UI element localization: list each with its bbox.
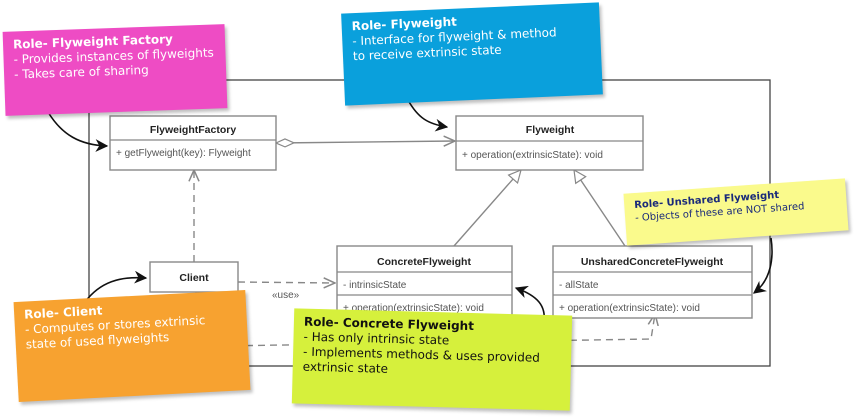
concrete-role-note: Role- Concrete Flyweight - Has only intr… [291, 308, 573, 411]
unshared-note-arrow [752, 237, 773, 294]
intrinsic-state-attribute: - intrinsicState [343, 280, 407, 291]
all-state-attribute: - allState [559, 280, 599, 291]
factory-note-arrow [47, 111, 109, 152]
flyweight-name: Flyweight [526, 124, 575, 136]
use-stereotype-label: «use» [272, 290, 300, 301]
concrete-flyweight-name: ConcreteFlyweight [377, 256, 471, 268]
client-note-arrow [84, 270, 148, 303]
flyweight-operation-method: + operation(extrinsicState): void [462, 150, 603, 161]
flyweight-note-arrow [407, 99, 449, 132]
concrete-flyweight-class[interactable]: ConcreteFlyweight - intrinsicState + ope… [336, 245, 513, 319]
client-name: Client [179, 272, 209, 284]
client-role-note: Role- Client - Computes or stores extrin… [13, 289, 251, 403]
client-to-concrete-dependency [237, 282, 335, 283]
client-to-unshared-dependency [221, 314, 655, 347]
flyweight-class[interactable]: Flyweight + operation(extrinsicState): v… [455, 115, 644, 171]
concrete-operation-method: + operation(extrinsicState): void [343, 303, 484, 314]
flyweight-factory-name: FlyweightFactory [150, 124, 237, 136]
unshared-operation-method: + operation(extrinsicState): void [559, 303, 700, 314]
get-flyweight-method: + getFlyweight(key): Flyweight [116, 148, 251, 159]
unshared-concrete-flyweight-name: UnsharedConcreteFlyweight [581, 256, 724, 268]
unshared-concrete-flyweight-class[interactable]: UnsharedConcreteFlyweight - allState + o… [552, 245, 753, 319]
flyweight-factory-class[interactable]: FlyweightFactory + getFlyweight(key): Fl… [109, 115, 277, 171]
factory-role-note: Role- Flyweight Factory - Provides insta… [2, 24, 228, 116]
concrete-role-line-2: - Implements methods & uses provided ext… [302, 344, 540, 376]
aggregation-connector [276, 141, 455, 143]
concrete-generalization-connector [453, 170, 521, 247]
unshared-generalization-connector [574, 170, 626, 247]
client-class[interactable]: Client [149, 261, 239, 293]
flyweight-role-note: Role- Flyweight - Interface for flyweigh… [341, 2, 603, 106]
